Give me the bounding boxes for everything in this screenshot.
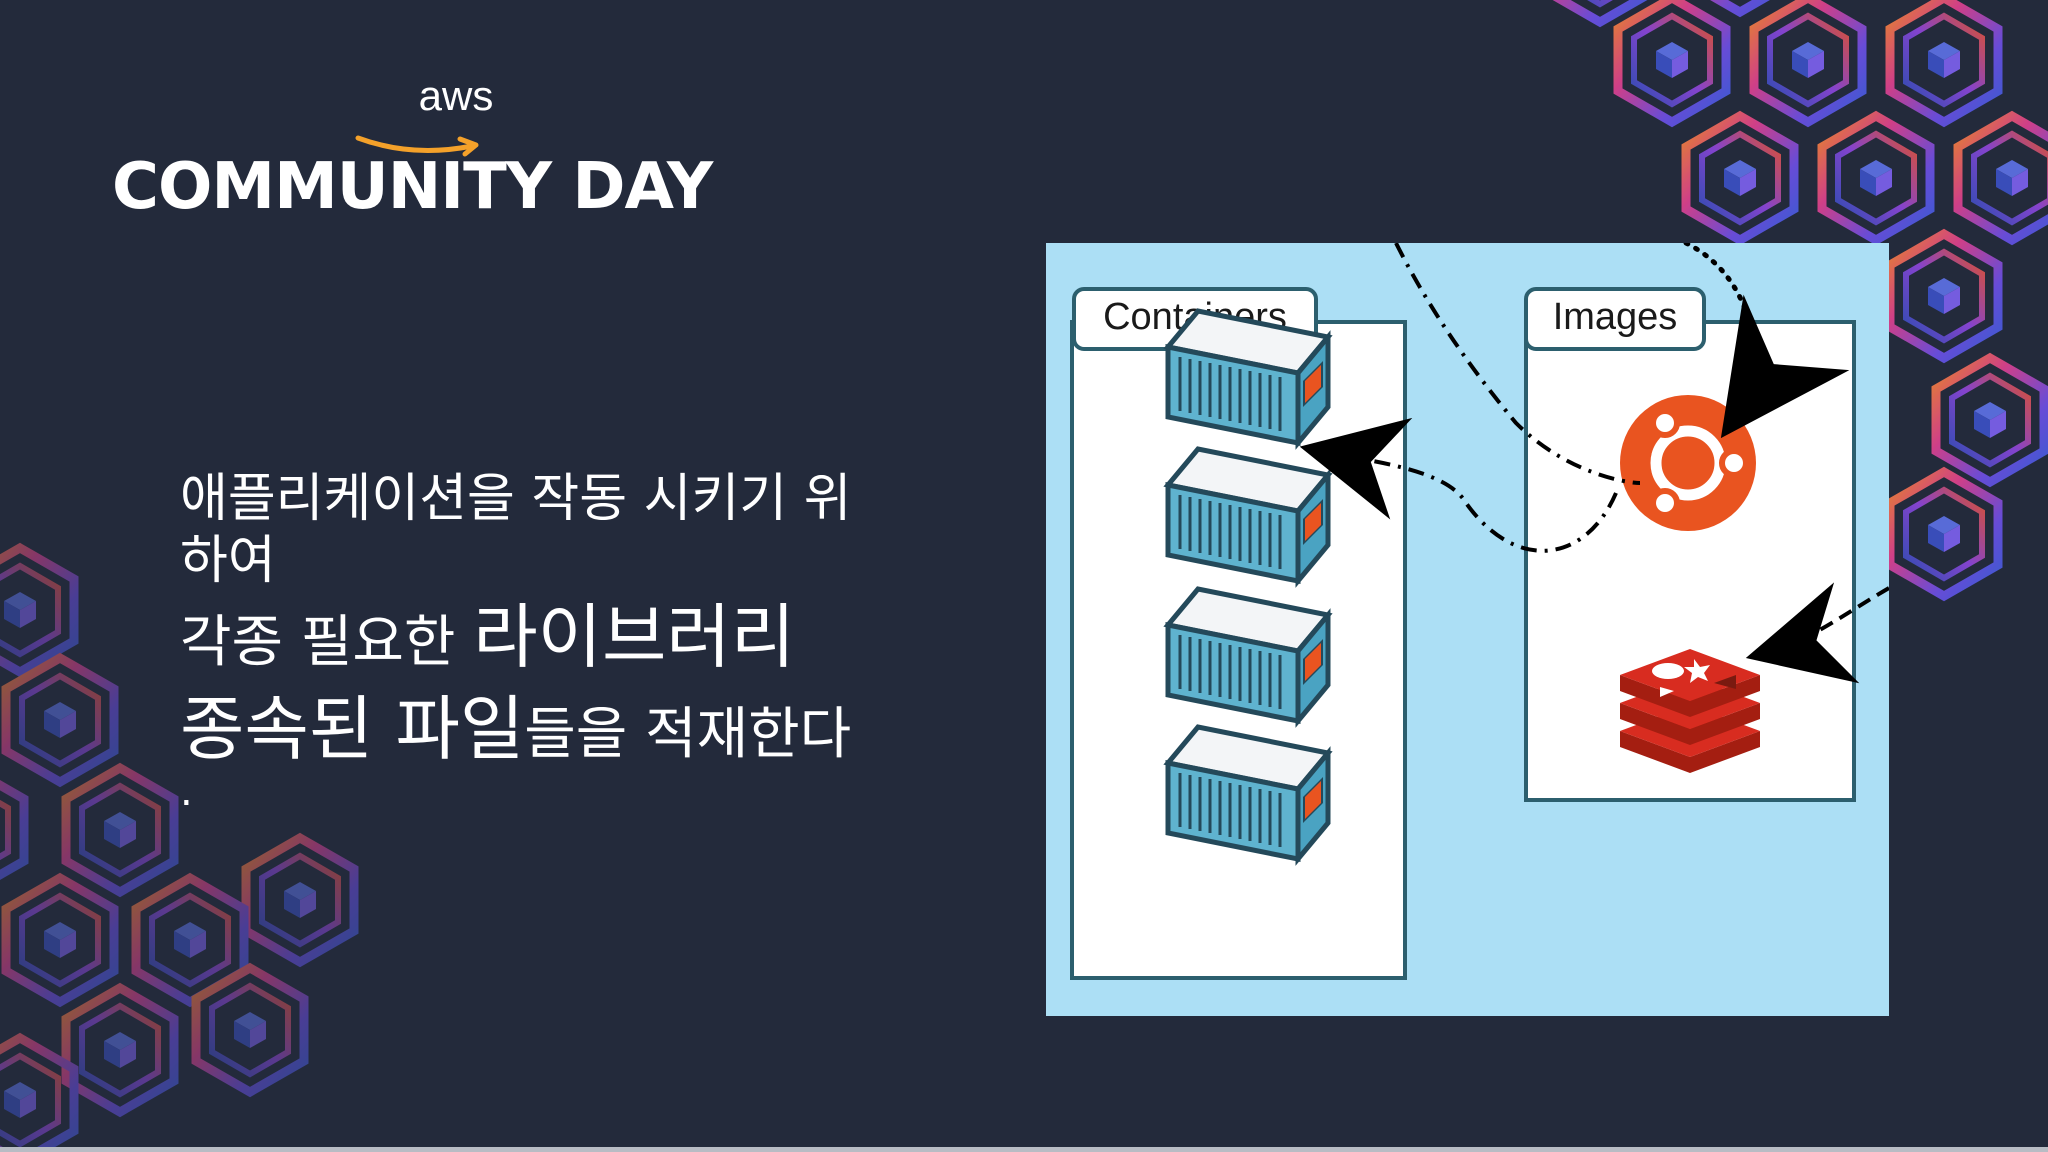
container-3-icon — [1168, 589, 1328, 721]
redis-logo-icon — [1620, 649, 1760, 773]
images-label: Images — [1524, 287, 1706, 351]
text-line-1b: 하여 — [180, 531, 276, 591]
run-arrow-path — [1299, 417, 1618, 553]
text-line-3: 종속된 파일들을 적재한다 — [180, 686, 930, 778]
aws-wordmark: aws — [418, 72, 494, 119]
body-text: 애플리케이션을 작동 시키기 위 하여 각종 필요한 라이브러리 종속된 파일들… — [180, 468, 930, 812]
containers-images-diagram: Containers Images — [1046, 243, 1889, 1016]
event-title: COMMUNITY DAY — [112, 150, 713, 224]
text-line-3-big: 종속된 파일 — [180, 688, 525, 770]
container-4-icon — [1168, 727, 1328, 859]
diagram-graphics — [1046, 243, 1889, 1016]
ubuntu-logo-icon — [1620, 395, 1756, 531]
text-line-4: . — [180, 769, 193, 815]
text-line-2-big: 라이브러리 — [473, 596, 796, 678]
aws-community-day-logo: aws COMMUNITY DAY — [112, 72, 713, 232]
container-1-icon — [1168, 311, 1328, 443]
bottom-divider — [0, 1147, 2048, 1152]
container-2-icon — [1168, 449, 1328, 581]
text-line-3-small: 들을 적재한다 — [524, 702, 852, 767]
flow-curve — [1394, 243, 1641, 485]
text-line-1: 애플리케이션을 작동 시키기 위 — [180, 469, 852, 529]
text-line-2-small: 각종 필요한 — [180, 610, 474, 675]
aws-smile-arrow-icon — [355, 135, 479, 157]
pull-arrow-ubuntu — [1683, 243, 1850, 439]
pull-arrow-redis — [1745, 582, 1889, 684]
text-line-2: 각종 필요한 라이브러리 — [180, 594, 930, 686]
